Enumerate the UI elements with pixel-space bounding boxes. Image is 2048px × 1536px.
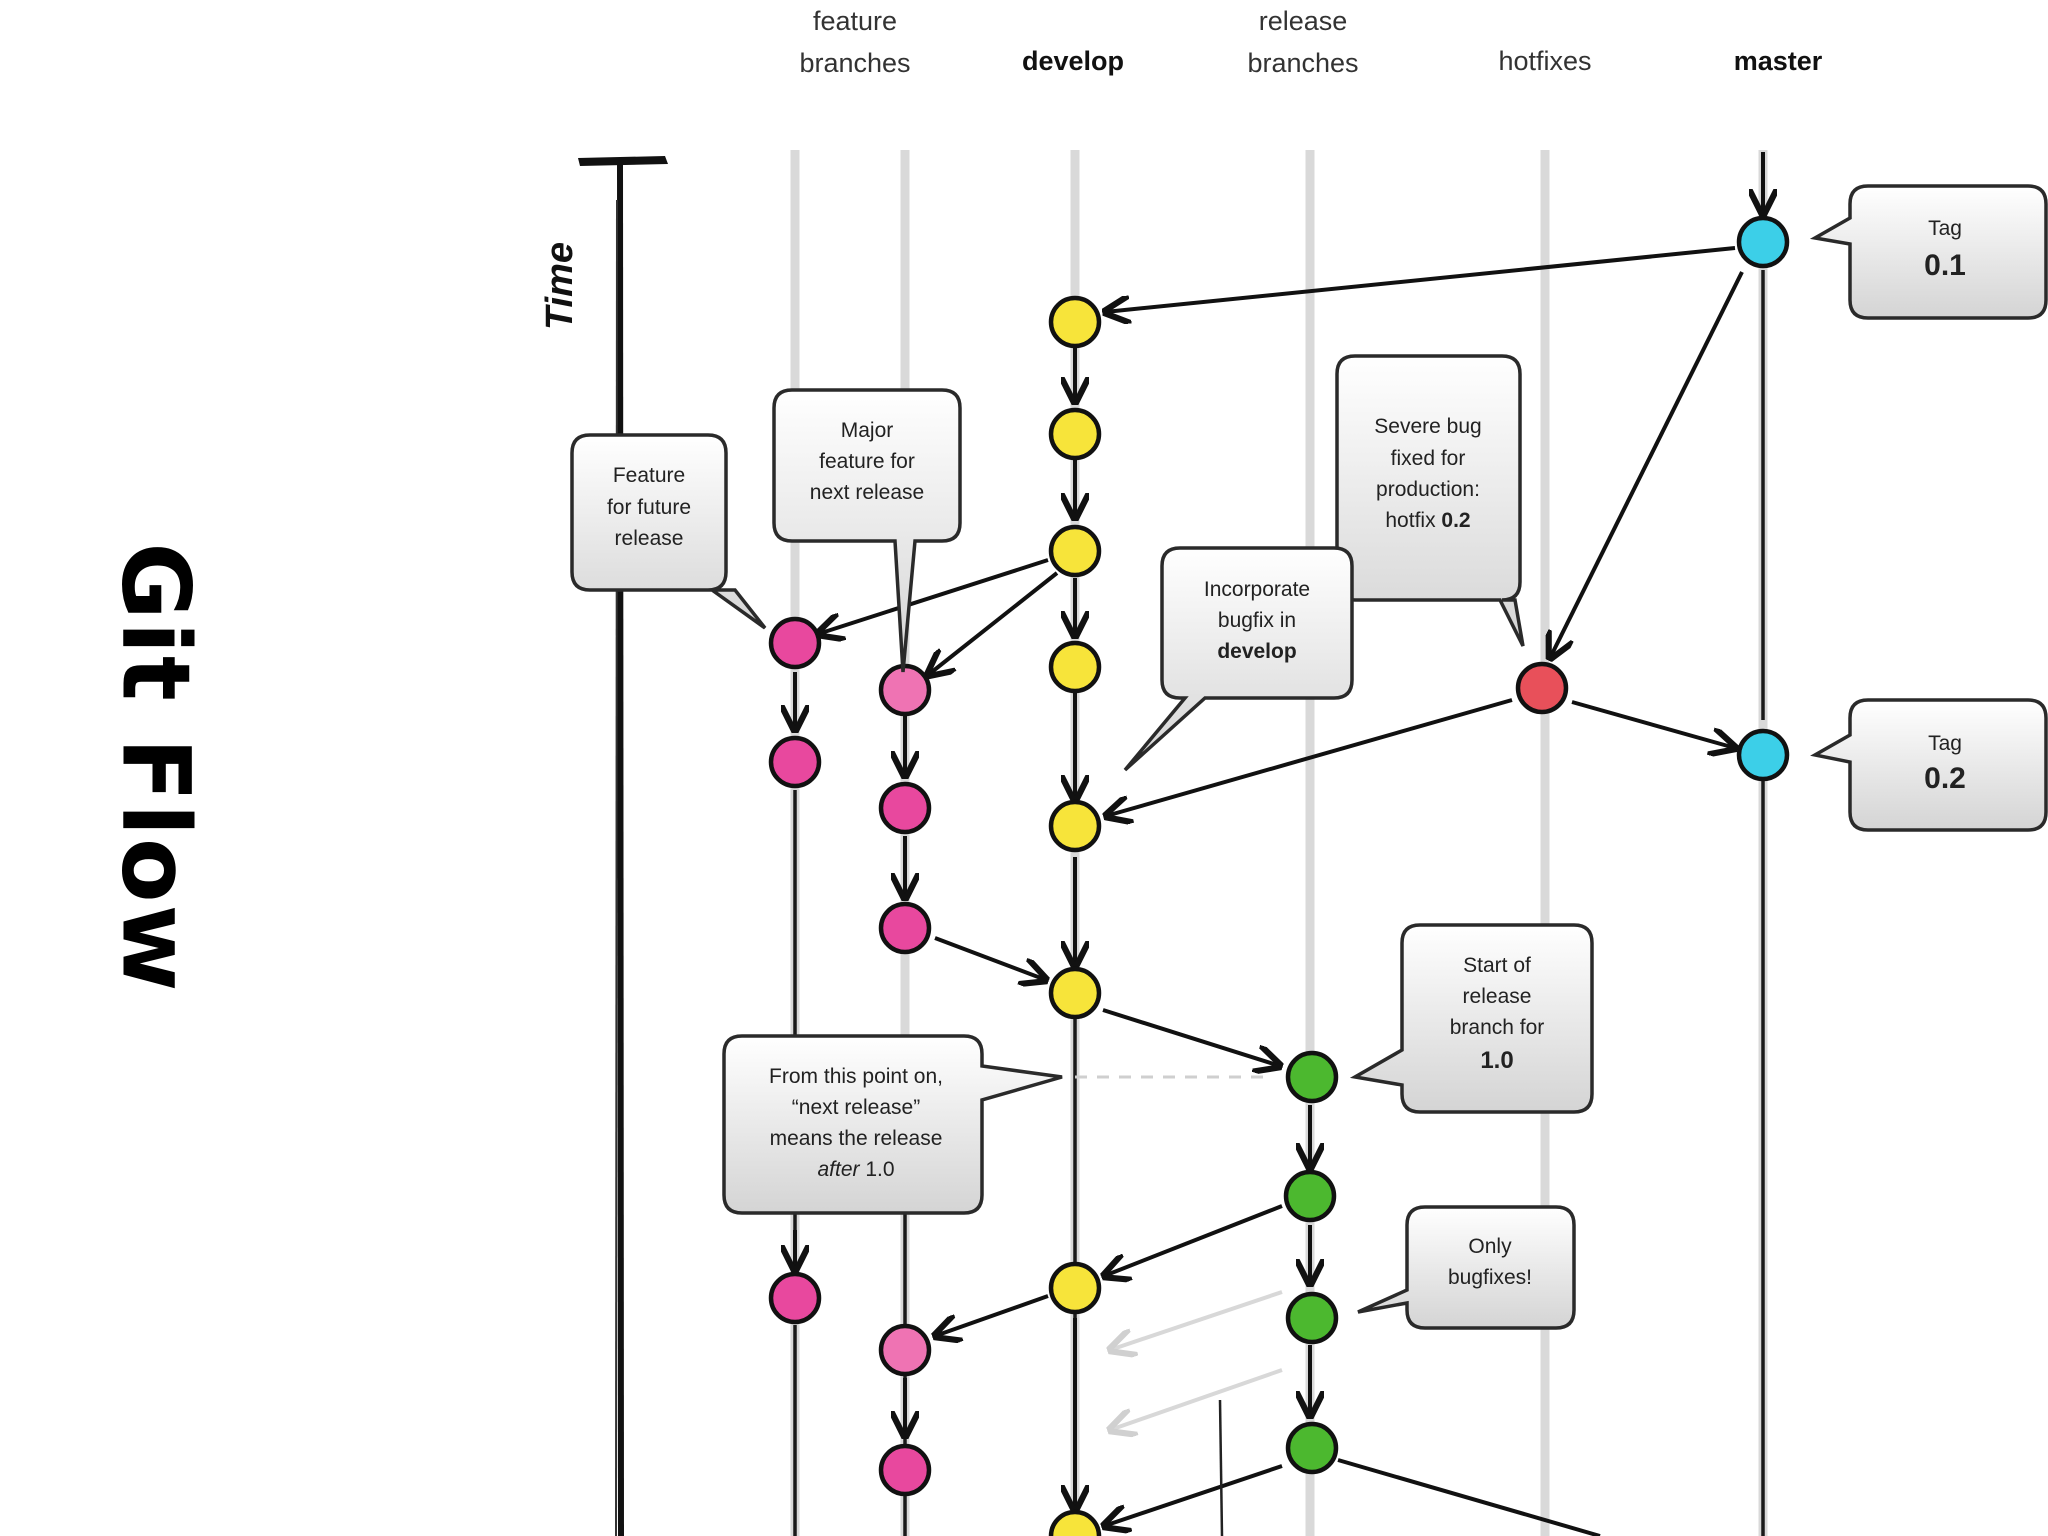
callout-tag-0-2: Tag 0.2	[1810, 698, 2048, 832]
develop-commit	[1048, 524, 1102, 578]
callout-line: after 1.0	[817, 1158, 894, 1181]
develop-commit	[1048, 1509, 1102, 1536]
callout-line: bugfix in	[1218, 609, 1296, 632]
feature-commit	[768, 1271, 822, 1325]
develop-commit	[1048, 799, 1102, 853]
develop-commit	[1048, 407, 1102, 461]
callout-feature-future: Feature for future release	[570, 433, 767, 630]
release-header-line2: branches	[1247, 48, 1358, 78]
feature-commit	[878, 1443, 932, 1497]
hotfixes-header: hotfixes	[1498, 46, 1591, 76]
feature-commit	[878, 781, 932, 835]
callout-line: Incorporate	[1204, 578, 1310, 601]
callout-major-feature: Major feature for next release	[772, 388, 962, 673]
develop-header: develop	[1022, 46, 1124, 76]
feature-commit	[878, 901, 932, 955]
callout-line: means the release	[770, 1127, 943, 1150]
callout-line: Major	[841, 419, 894, 442]
callout-line: develop	[1217, 640, 1296, 663]
release-header-line1: release	[1259, 6, 1348, 36]
callout-only-bugfixes: Only bugfixes!	[1357, 1205, 1576, 1330]
callout-line: branch for	[1450, 1016, 1545, 1039]
commit-nodes	[768, 215, 1790, 1536]
develop-commit	[1048, 966, 1102, 1020]
feature-header-line1: feature	[813, 6, 897, 36]
callout-severe-bug: Severe bug fixed for production: hotfix …	[1335, 354, 1525, 647]
callout-next-release: From this point on, “next release” means…	[722, 1034, 1063, 1215]
release-commit	[1285, 1050, 1339, 1104]
lanes	[790, 150, 1768, 1536]
callout-line: release	[1463, 985, 1532, 1008]
feature-commit	[768, 616, 822, 670]
callout-tag-0-1: Tag 0.1	[1809, 184, 2048, 320]
callout-line: 1.0	[1480, 1047, 1513, 1074]
callout-line: feature for	[819, 450, 915, 473]
release-commit	[1285, 1291, 1339, 1345]
commit-arrows	[795, 152, 1763, 1536]
master-header: master	[1734, 46, 1823, 76]
feature-commit	[878, 663, 932, 717]
master-commit-tag-0-2	[1736, 728, 1790, 782]
tag-small-label: Tag	[1928, 217, 1962, 240]
callout-line: Severe bug	[1374, 415, 1481, 438]
callout-line: From this point on,	[769, 1065, 943, 1088]
tag-small-label: Tag	[1928, 732, 1962, 755]
column-headers: feature branches develop release branche…	[799, 6, 1822, 78]
tag-version: 0.2	[1924, 762, 1966, 795]
develop-commit	[1048, 1261, 1102, 1315]
callout-line: for future	[607, 496, 691, 519]
feature-commit	[878, 1323, 932, 1377]
callout-line: Only	[1468, 1235, 1512, 1258]
release-commit	[1285, 1421, 1339, 1475]
callout-line: hotfix 0.2	[1385, 509, 1470, 532]
callout-line: production:	[1376, 478, 1480, 501]
develop-commit	[1048, 640, 1102, 694]
release-commit	[1283, 1169, 1337, 1223]
callout-line: “next release”	[792, 1096, 920, 1119]
time-label: Time	[539, 242, 581, 330]
callout-line: next release	[810, 481, 924, 504]
callout-line: release	[615, 527, 684, 550]
feature-header-line2: branches	[799, 48, 910, 78]
callout-start-release: Start of release branch for 1.0	[1349, 923, 1594, 1114]
feature-commit	[768, 735, 822, 789]
develop-commit	[1048, 295, 1102, 349]
callout-line: fixed for	[1391, 447, 1466, 470]
callout-line: bugfixes!	[1448, 1266, 1532, 1289]
callout-incorporate: Incorporate bugfix in develop	[1123, 546, 1354, 772]
callout-line: Start of	[1463, 954, 1531, 977]
tag-version: 0.1	[1924, 249, 1966, 282]
master-commit-tag-0-1	[1736, 215, 1790, 269]
time-axis: Time	[539, 156, 668, 1536]
hotfix-commit	[1515, 661, 1569, 715]
callout-line: Feature	[613, 464, 685, 487]
